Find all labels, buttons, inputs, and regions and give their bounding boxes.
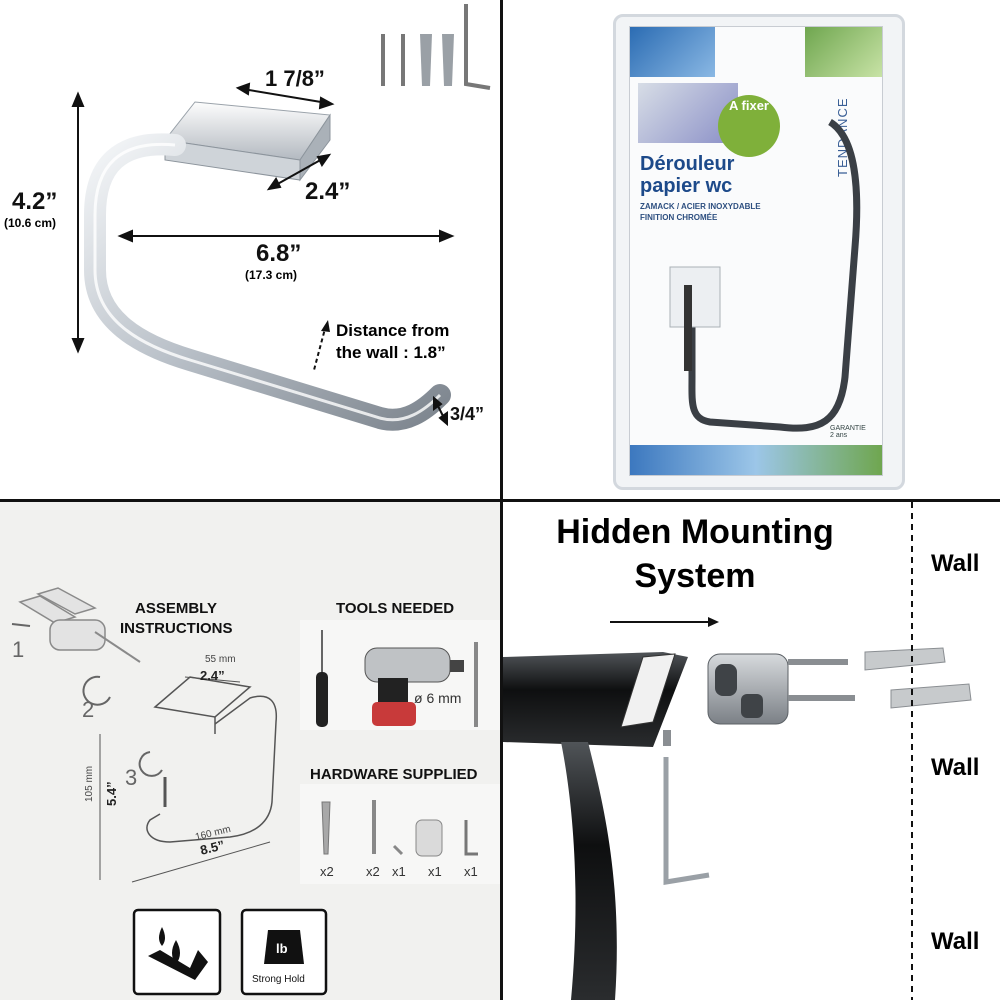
wall-distance-line1: Distance from	[336, 321, 450, 340]
step-2-label: 2	[82, 697, 95, 722]
assembly-title-line1: ASSEMBLY	[135, 600, 217, 617]
height-in-label: 5.4”	[104, 781, 119, 806]
holder-dimension-drawing	[71, 4, 491, 431]
plate-width-label: 2.4”	[305, 178, 351, 205]
wall-label-top: Wall	[931, 550, 980, 577]
packaged-holder	[669, 119, 861, 432]
assembly-drawing	[11, 587, 500, 996]
wall-distance-line2: the wall : 1.8”	[336, 343, 446, 362]
package-subtitle-line2: FINITION CHROMÉE	[640, 213, 718, 222]
hardware-count-3: x1	[392, 864, 406, 879]
mounting-title-line2: System	[634, 557, 756, 595]
height-mm-label: 105 mm	[84, 765, 95, 802]
water-drops-bottom	[630, 445, 882, 475]
a-fixer-text: A fixer	[729, 98, 769, 113]
hardware-count-5: x1	[464, 864, 478, 879]
tools-needed-title: TOOLS NEEDED	[336, 600, 455, 617]
hardware-count-2: x2	[366, 864, 380, 879]
hardware-supplied-title: HARDWARE SUPPLIED	[310, 766, 478, 783]
a-fixer-badge: A fixer	[718, 95, 780, 157]
wall-distance-label: Distance from the wall : 1.8”	[336, 320, 449, 364]
panel-divider-horizontal	[0, 499, 1000, 502]
width-label: 6.8”	[256, 240, 302, 267]
depth-in-label: 2.4”	[200, 668, 225, 683]
assembly-panel: ASSEMBLY INSTRUCTIONS 1 2 3 55 mm 2.4” 1…	[0, 502, 500, 1000]
mounting-title: Hidden Mounting System	[515, 510, 875, 598]
mounting-panel: Hidden Mounting System	[503, 502, 1000, 1000]
depth-mm-label: 55 mm	[205, 654, 236, 665]
guarantee-label: GARANTIE 2 ans	[830, 425, 866, 439]
package-subtitle-line1: ZAMACK / ACIER INOXYDABLE	[640, 202, 761, 211]
hardware-count-4: x1	[428, 864, 442, 879]
assembly-title-line2: INSTRUCTIONS	[120, 620, 233, 637]
hardware-count-1: x2	[320, 864, 334, 879]
weight-unit-label: lb	[276, 941, 288, 956]
mounting-title-line1: Hidden Mounting	[556, 513, 834, 551]
depth-label: 1 7/8”	[265, 66, 325, 91]
package-title-line1: Dérouleur	[640, 153, 735, 175]
height-cm-label: (10.6 cm)	[4, 216, 57, 230]
wall-label-bottom: Wall	[931, 928, 980, 955]
step-1-label: 1	[12, 637, 25, 662]
mounting-drawing	[503, 502, 972, 1000]
water-drops-top-left	[630, 27, 715, 77]
width-cm-label: (17.3 cm)	[245, 268, 298, 282]
drill-size-label: ø 6 mm	[414, 690, 462, 706]
height-label: 4.2”	[12, 188, 58, 215]
step-3-label: 3	[125, 765, 138, 790]
package-panel: A fixer TENDANCE Dérouleur papier wc ZAM…	[503, 0, 1000, 499]
package-card: A fixer TENDANCE Dérouleur papier wc ZAM…	[629, 26, 883, 476]
dimensions-panel: 1 7/8” 2.4” 4.2” (10.6 cm) 6.8” (17.3 cm…	[0, 0, 500, 499]
package-title-line2: papier wc	[640, 175, 733, 197]
strong-hold-label: Strong Hold	[252, 974, 305, 985]
bar-thickness-label: 3/4”	[450, 404, 485, 424]
water-drops-top-right	[805, 27, 882, 77]
wall-label-middle: Wall	[931, 754, 980, 781]
